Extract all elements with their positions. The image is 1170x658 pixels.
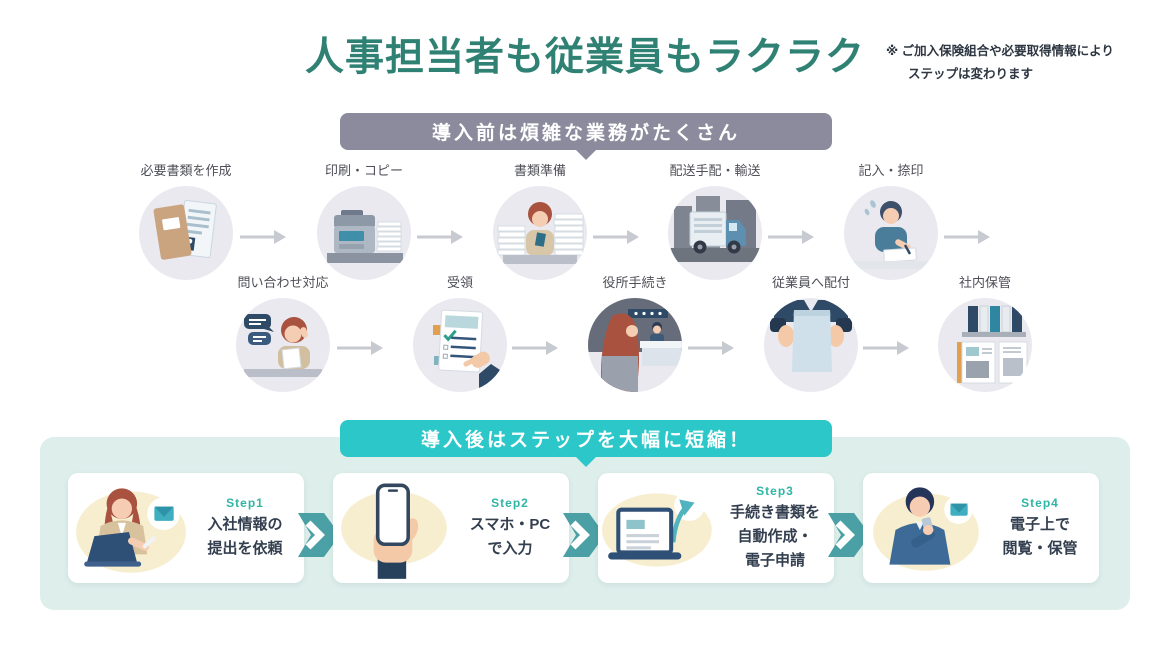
- before-banner: 導入前は煩雑な業務がたくさん: [340, 113, 832, 150]
- before-step-government-office: 役所手続き: [588, 272, 682, 392]
- documents-folder-illustration: [139, 186, 233, 280]
- step-card-text: Step4 電子上で 閲覧・保管: [985, 473, 1095, 583]
- step-line: 入社情報の: [207, 515, 283, 533]
- chevron-arrow-icon: [298, 511, 340, 559]
- before-step-shipping: 配送手配・輸送: [668, 160, 762, 280]
- step-card-text: Step1 入社情報の 提出を依頼: [190, 473, 300, 583]
- step-line: で入力: [487, 539, 533, 557]
- before-step-inquiry: 問い合わせ対応: [236, 272, 330, 392]
- man-mail-illustration: [865, 477, 987, 579]
- woman-laptop-mail-illustration: [70, 477, 192, 579]
- arrow-right-icon: [240, 230, 286, 244]
- step-line: 電子申請: [744, 551, 805, 569]
- arrow-right-icon: [417, 230, 463, 244]
- arrow-right-icon: [688, 341, 734, 355]
- step-card-2: Step2 スマホ・PC で入力: [333, 473, 569, 583]
- chevron-arrow-icon: [563, 511, 605, 559]
- disclaimer-line-1: ※ ご加入保険組合や必要取得情報により: [886, 44, 1114, 58]
- step-card-text: Step2 スマホ・PC で入力: [455, 473, 565, 583]
- arrow-right-icon: [593, 230, 639, 244]
- before-step-storage: 社内保管: [938, 272, 1032, 392]
- step-card-4: Step4 電子上で 閲覧・保管: [863, 473, 1099, 583]
- step-number: Step4: [1021, 495, 1059, 510]
- step-label: 受領: [446, 275, 473, 290]
- step-line: 自動作成・: [737, 527, 813, 545]
- hand-smartphone-illustration: [335, 477, 457, 579]
- step-card-text: Step3 手続き書類を 自動作成・ 電子申請: [720, 473, 830, 583]
- disclaimer-line-2: ステップは変わります: [908, 66, 1034, 81]
- step-label: 必要書類を作成: [140, 163, 232, 178]
- arrow-right-icon: [863, 341, 909, 355]
- office-counter-illustration: [588, 298, 682, 392]
- step-line: 提出を依頼: [207, 539, 283, 557]
- step-label: 書類準備: [513, 163, 566, 178]
- before-step-fill-seal: 記入・捺印: [844, 160, 938, 280]
- step-line: スマホ・PC: [469, 515, 551, 533]
- arrow-right-icon: [944, 230, 990, 244]
- before-step-prepare-documents: 書類準備: [493, 160, 587, 280]
- step-line: 電子上で: [1009, 515, 1070, 533]
- step-label: 社内保管: [958, 275, 1011, 290]
- phone-inquiry-illustration: [236, 298, 330, 392]
- before-step-create-documents: 必要書類を作成: [139, 160, 233, 280]
- arrow-right-icon: [768, 230, 814, 244]
- step-label: 記入・捺印: [858, 163, 924, 178]
- checklist-receive-illustration: [413, 298, 507, 392]
- step-label: 配送手配・輸送: [669, 163, 761, 178]
- step-label: 印刷・コピー: [324, 163, 403, 178]
- before-step-print-copy: 印刷・コピー: [317, 160, 411, 280]
- step-number: Step2: [491, 495, 529, 510]
- delivery-truck-illustration: [668, 186, 762, 280]
- before-step-receive: 受領: [413, 272, 507, 392]
- step-card-3: Step3 手続き書類を 自動作成・ 電子申請: [598, 473, 834, 583]
- writing-person-illustration: [844, 186, 938, 280]
- page-title: 人事担当者も従業員もラクラク: [304, 36, 865, 79]
- paper-stack-person-illustration: [493, 186, 587, 280]
- step-label: 従業員へ配付: [771, 275, 850, 290]
- before-step-distribute: 従業員へ配付: [764, 272, 858, 392]
- arrow-right-icon: [337, 341, 383, 355]
- after-banner: 導入後はステップを大幅に短縮！: [340, 420, 832, 457]
- binder-shelf-illustration: [938, 298, 1032, 392]
- step-number: Step1: [226, 495, 264, 510]
- disclaimer-note: ※ ご加入保険組合や必要取得情報により ステップは変わります: [886, 40, 1136, 85]
- step-label: 役所手続き: [602, 275, 668, 290]
- laptop-upload-illustration: [600, 477, 722, 579]
- hand-document-illustration: [764, 298, 858, 392]
- step-card-1: Step1 入社情報の 提出を依頼: [68, 473, 304, 583]
- step-line: 手続き書類を: [729, 503, 820, 521]
- chevron-arrow-icon: [828, 511, 870, 559]
- copier-illustration: [317, 186, 411, 280]
- step-line: 閲覧・保管: [1002, 539, 1078, 557]
- step-number: Step3: [756, 483, 794, 498]
- arrow-right-icon: [512, 341, 558, 355]
- step-label: 問い合わせ対応: [237, 275, 329, 290]
